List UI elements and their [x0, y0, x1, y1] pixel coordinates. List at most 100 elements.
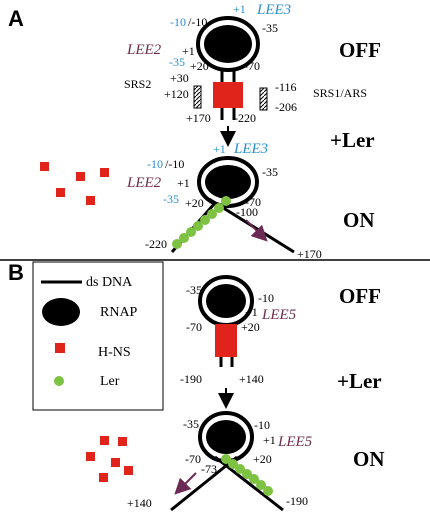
free-hns-square — [124, 466, 133, 475]
label-a-off-p1: +1 — [182, 44, 195, 58]
ler-bead — [228, 459, 238, 469]
legend-hns-square — [55, 343, 65, 353]
rnap-ellipse — [206, 420, 246, 454]
free-hns-square — [56, 188, 65, 197]
free-hns-square — [76, 172, 85, 181]
free-hns-square — [100, 436, 109, 445]
hns-square — [213, 82, 228, 95]
label-srs1-ars: SRS1/ARS — [313, 86, 367, 100]
label-a-on-m220: -220 — [145, 237, 167, 251]
label-a-on-p1: +1 — [177, 176, 190, 190]
rnap-ellipse — [206, 284, 246, 318]
label-b-off-m190: -190 — [180, 372, 202, 386]
label-b-off-p140: +140 — [239, 372, 264, 386]
label-srs2: SRS2 — [124, 77, 151, 91]
label-b-off-p1: +1 — [245, 305, 258, 319]
label-a-off-lee3: LEE3 — [256, 2, 291, 18]
ler-bead — [249, 474, 259, 484]
label-b-on-m70: -70 — [185, 452, 201, 466]
label-a-on-m35-blue: -35 — [163, 192, 179, 206]
legend-rnap-ellipse — [42, 298, 80, 326]
ler-bead — [207, 209, 217, 219]
label-a-on-m10-blue: -10 — [147, 157, 163, 171]
state-b-on: ON — [353, 447, 385, 471]
legend-dna-label: ds DNA — [86, 275, 133, 290]
hns-square — [213, 95, 228, 108]
state-b-off: OFF — [339, 284, 381, 308]
state-a-on: ON — [343, 208, 375, 232]
label-b-on-lee5: LEE5 — [277, 434, 313, 450]
free-hns-square — [40, 162, 49, 171]
panel-a-ler-beads — [172, 196, 231, 249]
free-hns-square — [118, 437, 127, 446]
label-b-on-m10: -10 — [254, 418, 270, 432]
legend-ler-label: Ler — [100, 374, 120, 389]
ler-bead — [235, 464, 245, 474]
label-a-off-m70: -70 — [244, 59, 260, 73]
panel-a-letter: A — [8, 6, 24, 31]
ler-bead — [186, 227, 196, 237]
label-a-off-m10-blue: -10 — [170, 15, 186, 29]
hns-square — [228, 95, 243, 108]
srs2-hatch-box — [193, 85, 202, 109]
label-a-off-p20: +20 — [190, 59, 209, 73]
label-a-off-p120: +120 — [164, 87, 189, 101]
label-b-on-m190: -190 — [286, 494, 308, 508]
label-a-off-plus1-blue: +1 — [233, 2, 246, 16]
rnap-ellipse — [204, 25, 252, 63]
legend-rnap-label: RNAP — [100, 305, 138, 320]
ler-bead — [172, 239, 182, 249]
label-a-off-m206: -206 — [275, 100, 297, 114]
panel-b-letter: B — [8, 260, 24, 285]
state-a-off: OFF — [339, 38, 381, 62]
label-a-off-p30: +30 — [170, 71, 189, 85]
label-a-on-lee3: LEE3 — [233, 141, 268, 157]
ler-bead — [179, 233, 189, 243]
label-a-on-m70: -70 — [245, 195, 261, 209]
label-a-off-m220: -220 — [234, 111, 256, 125]
ler-step-a: +Ler — [330, 128, 375, 152]
label-a-on-m35: -35 — [262, 165, 278, 179]
hns-square — [226, 324, 237, 335]
label-a-on-p170: +170 — [297, 247, 322, 261]
free-hns-square — [86, 196, 95, 205]
legend-ler-bead — [54, 376, 64, 386]
label-a-off-m35: -35 — [262, 21, 278, 35]
label-b-off-m70: -70 — [186, 320, 202, 334]
free-hns-square — [86, 452, 95, 461]
label-a-on-m100: -100 — [236, 205, 258, 219]
hns-square — [226, 335, 237, 346]
free-hns-square — [111, 458, 120, 467]
dna-loop — [197, 156, 259, 208]
label-b-on-p20: +20 — [253, 452, 272, 466]
dna-loop — [196, 16, 260, 72]
ler-bead — [214, 203, 224, 213]
ler-bead — [221, 196, 231, 206]
ler-bead — [221, 454, 231, 464]
hns-square — [215, 335, 226, 346]
panel-b-ler-beads — [221, 454, 273, 496]
dna-strand-right — [214, 455, 284, 512]
label-a-off-p170: +170 — [186, 111, 211, 125]
panel-a-free-hns — [40, 162, 109, 205]
free-hns-square — [99, 473, 108, 482]
ler-bead — [200, 215, 210, 225]
legend-hns-label: H-NS — [98, 345, 131, 360]
label-b-on-p140: +140 — [127, 496, 152, 510]
transcription-arrow-a — [245, 219, 268, 242]
srs1-hatch-box — [259, 87, 268, 111]
ler-bead — [263, 486, 273, 496]
transcription-arrow-b — [174, 472, 197, 495]
label-b-off-p20: +20 — [241, 320, 260, 334]
panel-b-off-complex — [198, 275, 254, 367]
label-b-off-m35: -35 — [186, 283, 202, 297]
label-a-on-p20: +20 — [185, 196, 204, 210]
hns-square — [228, 82, 243, 95]
panel-b-on-complex — [170, 411, 284, 512]
label-b-off-lee5: LEE5 — [261, 307, 297, 323]
label-a-off-m116: -116 — [275, 80, 297, 94]
hns-square — [215, 324, 226, 335]
label-a-off-m35-blue: -35 — [169, 55, 185, 69]
